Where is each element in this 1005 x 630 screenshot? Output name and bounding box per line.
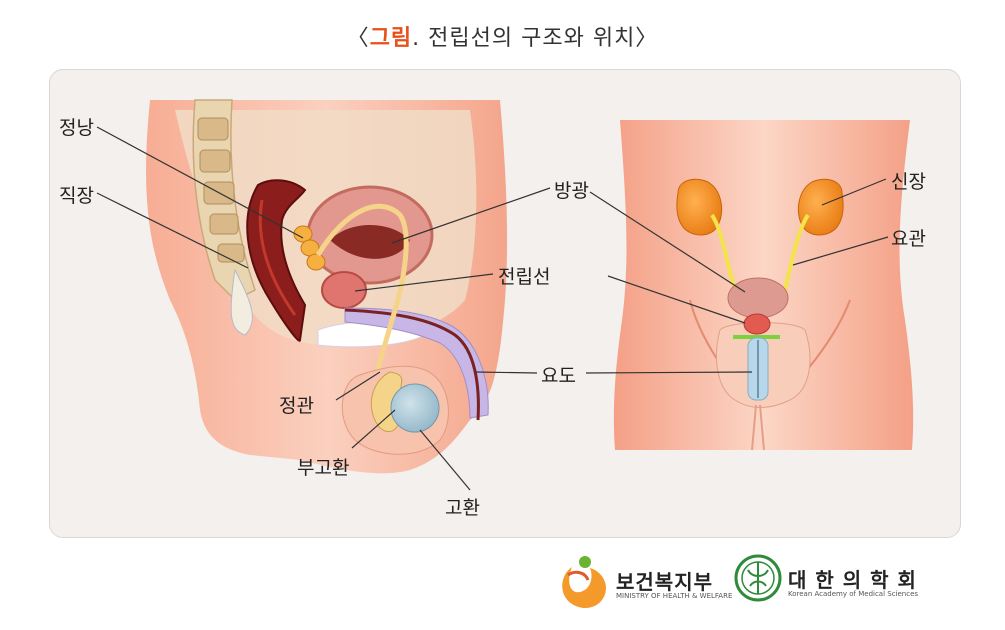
label-vas-deferens: 정관 bbox=[279, 395, 314, 417]
ministry-name: 보건복지부 bbox=[616, 570, 713, 594]
leader-lines-left bbox=[96, 126, 551, 491]
seminal-vesicles bbox=[293, 225, 326, 271]
label-prostate: 전립선 bbox=[498, 266, 551, 288]
academy-name: 대 한 의 학 회 bbox=[788, 568, 917, 592]
title-accent: 그림 bbox=[369, 26, 413, 51]
label-rectum: 직장 bbox=[59, 185, 94, 207]
ureter-right bbox=[783, 213, 810, 291]
label-kidney: 신장 bbox=[891, 171, 926, 193]
vas-deferens bbox=[315, 203, 409, 386]
prostate-front bbox=[743, 313, 771, 335]
label-epididymis: 부고환 bbox=[297, 457, 350, 479]
label-urethra: 요도 bbox=[541, 365, 576, 387]
leader-lines-right bbox=[585, 178, 889, 374]
label-seminal-vesicle: 정낭 bbox=[59, 117, 94, 139]
figure-title: 〈그림. 전립선의 구조와 위치〉 bbox=[0, 20, 1005, 52]
testis bbox=[390, 383, 440, 433]
label-bladder: 방광 bbox=[554, 180, 589, 202]
ministry-subtitle: MINISTRY OF HEALTH & WELFARE bbox=[616, 592, 733, 600]
title-rest: . 전립선의 구조와 위치〉 bbox=[412, 26, 659, 51]
label-testis: 고환 bbox=[445, 497, 480, 519]
sagittal-view bbox=[96, 99, 551, 491]
bladder-front bbox=[727, 277, 789, 319]
spine bbox=[192, 99, 256, 336]
kidney-right bbox=[797, 178, 844, 236]
ureter-left bbox=[710, 213, 737, 291]
kidney-left bbox=[676, 178, 723, 236]
bladder-interior bbox=[330, 225, 410, 259]
title-open-bracket: 〈 bbox=[346, 26, 370, 51]
academy-seal-icon bbox=[734, 554, 782, 602]
ministry-logo-mark bbox=[562, 556, 606, 609]
urethra-side bbox=[344, 308, 480, 421]
frontal-view bbox=[585, 120, 914, 451]
penis-shaft bbox=[344, 307, 489, 419]
academy-subtitle: Korean Academy of Medical Sciences bbox=[788, 590, 919, 598]
label-ureter: 요관 bbox=[891, 228, 926, 250]
